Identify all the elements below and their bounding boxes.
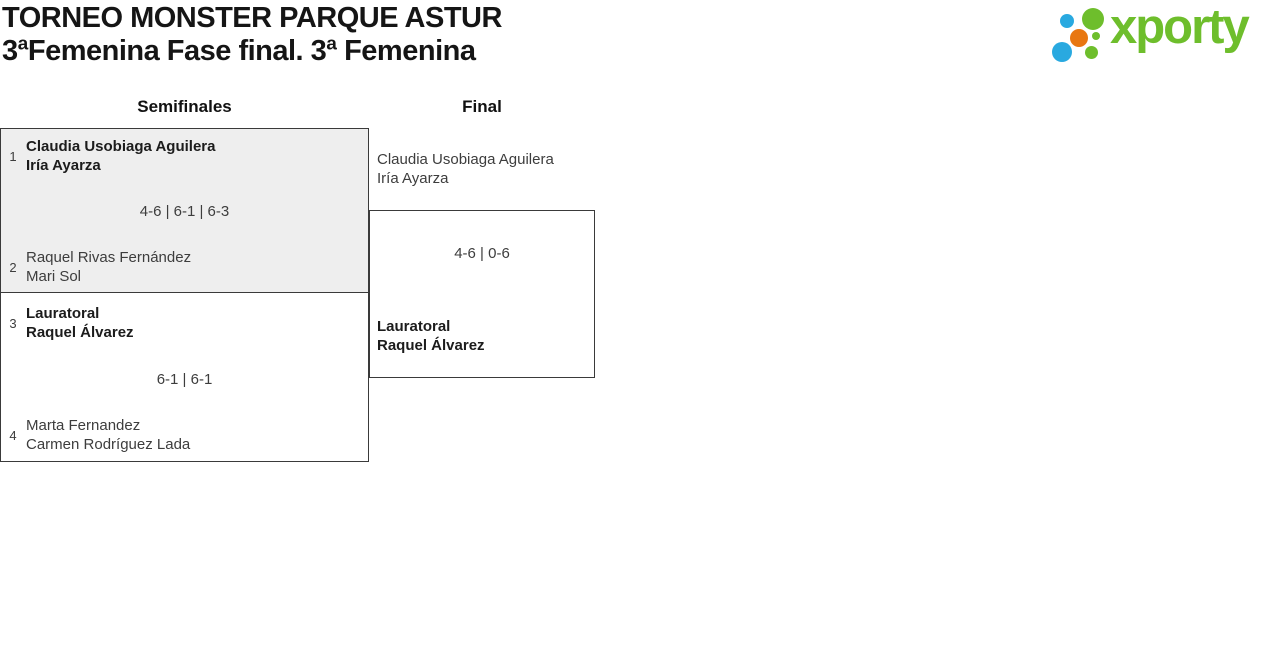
category-subtitle: 3ªFemenina Fase final. 3ª Femenina xyxy=(2,35,476,67)
seed-number: 3 xyxy=(9,315,17,331)
round-header-semifinals: Semifinales xyxy=(137,97,232,116)
logo-dot-green-tiny-icon xyxy=(1092,32,1100,40)
team-names: Claudia Usobiaga Aguilera Iría Ayarza xyxy=(377,150,554,188)
team-row-sf2-bottom: 4 Marta Fernandez Carmen Rodríguez Lada xyxy=(5,416,190,454)
team-names: Lauratoral Raquel Álvarez xyxy=(377,317,485,355)
seed-number: 1 xyxy=(9,148,17,164)
logo-dot-green-large-icon xyxy=(1082,8,1104,30)
team-names: Marta Fernandez Carmen Rodríguez Lada xyxy=(26,416,190,454)
team-row-sf1-top: 1 Claudia Usobiaga Aguilera Iría Ayarza xyxy=(5,137,216,175)
match-score-sf1: 4-6 | 6-1 | 6-3 xyxy=(139,203,230,220)
round-header-final: Final xyxy=(462,97,502,116)
logo-dot-blue-small-icon xyxy=(1060,14,1074,28)
team-name-line: Raquel Rivas Fernández xyxy=(26,249,192,266)
team-row-final-top: Claudia Usobiaga Aguilera Iría Ayarza xyxy=(377,150,554,188)
team-names: Lauratoral Raquel Álvarez xyxy=(26,304,134,342)
seed-number: 2 xyxy=(9,259,17,275)
page-header: TORNEO MONSTER PARQUE ASTUR 3ªFemenina F… xyxy=(2,2,502,68)
tournament-title: TORNEO MONSTER PARQUE ASTUR xyxy=(2,2,502,34)
team-name-line: Lauratoral xyxy=(377,318,451,335)
team-row-sf2-top: 3 Lauratoral Raquel Álvarez xyxy=(5,304,134,342)
team-name-line: Marta Fernandez xyxy=(26,417,141,434)
team-names: Raquel Rivas Fernández Mari Sol xyxy=(26,248,191,286)
team-name-line: Iría Ayarza xyxy=(377,170,449,187)
team-name-line: Claudia Usobiaga Aguilera xyxy=(377,151,554,168)
logo-wordmark: xporty xyxy=(1110,0,1250,54)
match-score-final: 4-6 | 0-6 xyxy=(454,245,510,262)
team-name-line: Mari Sol xyxy=(26,268,82,285)
logo-dot-orange-icon xyxy=(1070,29,1088,47)
team-name-line: Carmen Rodríguez Lada xyxy=(26,436,191,453)
team-name-line: Iría Ayarza xyxy=(26,157,101,174)
logo-dot-green-small-icon xyxy=(1085,46,1098,59)
team-row-final-bottom: Lauratoral Raquel Álvarez xyxy=(377,317,485,355)
match-box-semifinal-1 xyxy=(0,128,369,293)
team-name-line: Lauratoral xyxy=(26,305,100,322)
team-names: Claudia Usobiaga Aguilera Iría Ayarza xyxy=(26,137,216,175)
seed-number: 4 xyxy=(9,427,17,443)
match-score-sf2: 6-1 | 6-1 xyxy=(156,371,213,388)
xporty-logo[interactable]: xporty xyxy=(1045,0,1280,75)
team-name-line: Raquel Álvarez xyxy=(377,337,485,354)
match-box-final xyxy=(369,210,595,378)
team-row-sf1-bottom: 2 Raquel Rivas Fernández Mari Sol xyxy=(5,248,191,286)
team-name-line: Claudia Usobiaga Aguilera xyxy=(26,138,216,155)
team-name-line: Raquel Álvarez xyxy=(26,324,134,341)
match-box-semifinal-2 xyxy=(0,292,369,462)
logo-dot-blue-large-icon xyxy=(1052,42,1072,62)
